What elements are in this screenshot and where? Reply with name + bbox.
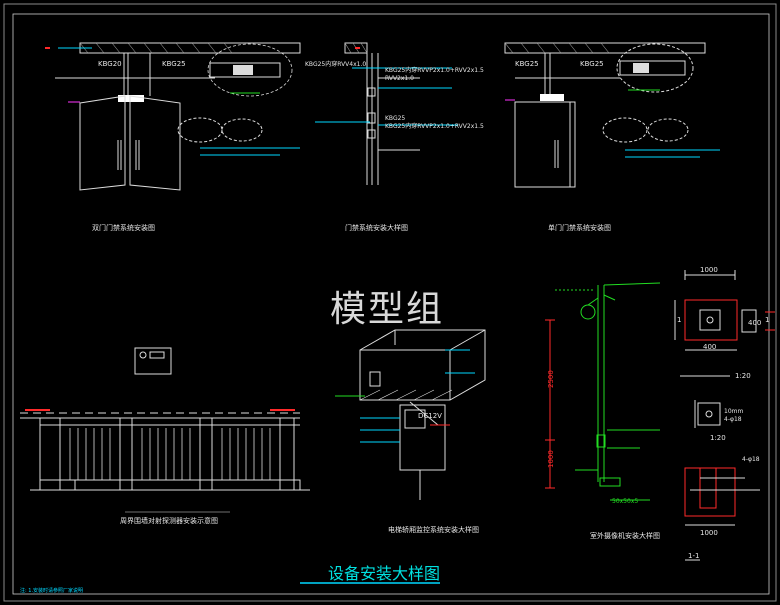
label-kbg25-rvv: KBG25内穿RVV4x1.0 [305, 60, 366, 68]
section-mark: 1-1 [688, 552, 699, 560]
elevator-detail [335, 329, 486, 500]
dim-10mm: 10mm [724, 408, 743, 415]
dim-1000-bot: 1000 [700, 529, 718, 537]
double-door-detail [45, 42, 301, 191]
pole-title: 室外摄像机安装大样图 [590, 531, 660, 540]
dim-400-b: 400 [748, 319, 761, 327]
dim-1-right: 1 [765, 316, 769, 324]
annotations: KBG20 KBG25 KBG25内穿RVV4x1.0 KBG25内穿RVVP2… [20, 60, 769, 594]
sheet-title: 设备安装大样图 [328, 564, 441, 583]
pole-camera-detail [545, 282, 661, 501]
label-kbg20: KBG20 [98, 60, 122, 68]
dim-1000-top: 1000 [700, 266, 718, 274]
dim-1000-v: 1000 [547, 450, 555, 468]
fence-title: 周界围墙对射探测器安装示意图 [120, 516, 218, 525]
label-kbg25-rvvp: KBG25内穿RVVP2x1.0+RVV2x1.5 [385, 66, 484, 74]
inner-border [12, 13, 770, 595]
door-section-title: 门禁系统安装大样图 [345, 223, 408, 232]
dim-400-a: 400 [703, 343, 716, 351]
door-section-detail [315, 42, 458, 185]
elevator-title: 电梯轿厢监控系统安装大样图 [388, 525, 479, 534]
fence-detail [20, 347, 310, 513]
label-kbg25-b: KBG25 [515, 60, 539, 68]
dim-4phi8-b: 4-φ18 [742, 456, 760, 463]
label-kbg25-e: KBG25 [385, 115, 405, 122]
label-kbg25-a: KBG25 [162, 60, 186, 68]
watermark: 模型组 [330, 289, 445, 330]
single-door-detail [504, 42, 720, 188]
dim-2500: 2500 [547, 370, 555, 388]
dim-50x5: 50x50x5 [612, 498, 638, 505]
double-door-title: 双门门禁系统安装图 [92, 223, 155, 232]
base-plan-detail [674, 270, 775, 561]
dim-4phi8: 4-φ18 [724, 416, 742, 423]
footnote: 注: 1.安装时请参照厂家说明 [20, 587, 83, 594]
label-kbg25-c: KBG25 [580, 60, 604, 68]
label-rvv2x1: RVV2x1.0 [385, 75, 414, 82]
dim-1-left: 1 [677, 316, 681, 324]
label-rvvp-b: KBG25内穿RVVP2x1.0+RVV2x1.5 [385, 122, 484, 130]
sheet-border [3, 3, 777, 602]
dim-1-20-b: 1:20 [710, 434, 726, 442]
dim-1-20-a: 1:20 [735, 372, 751, 380]
label-dc12v: DC12V [418, 412, 442, 420]
single-door-title: 单门门禁系统安装图 [548, 223, 611, 232]
